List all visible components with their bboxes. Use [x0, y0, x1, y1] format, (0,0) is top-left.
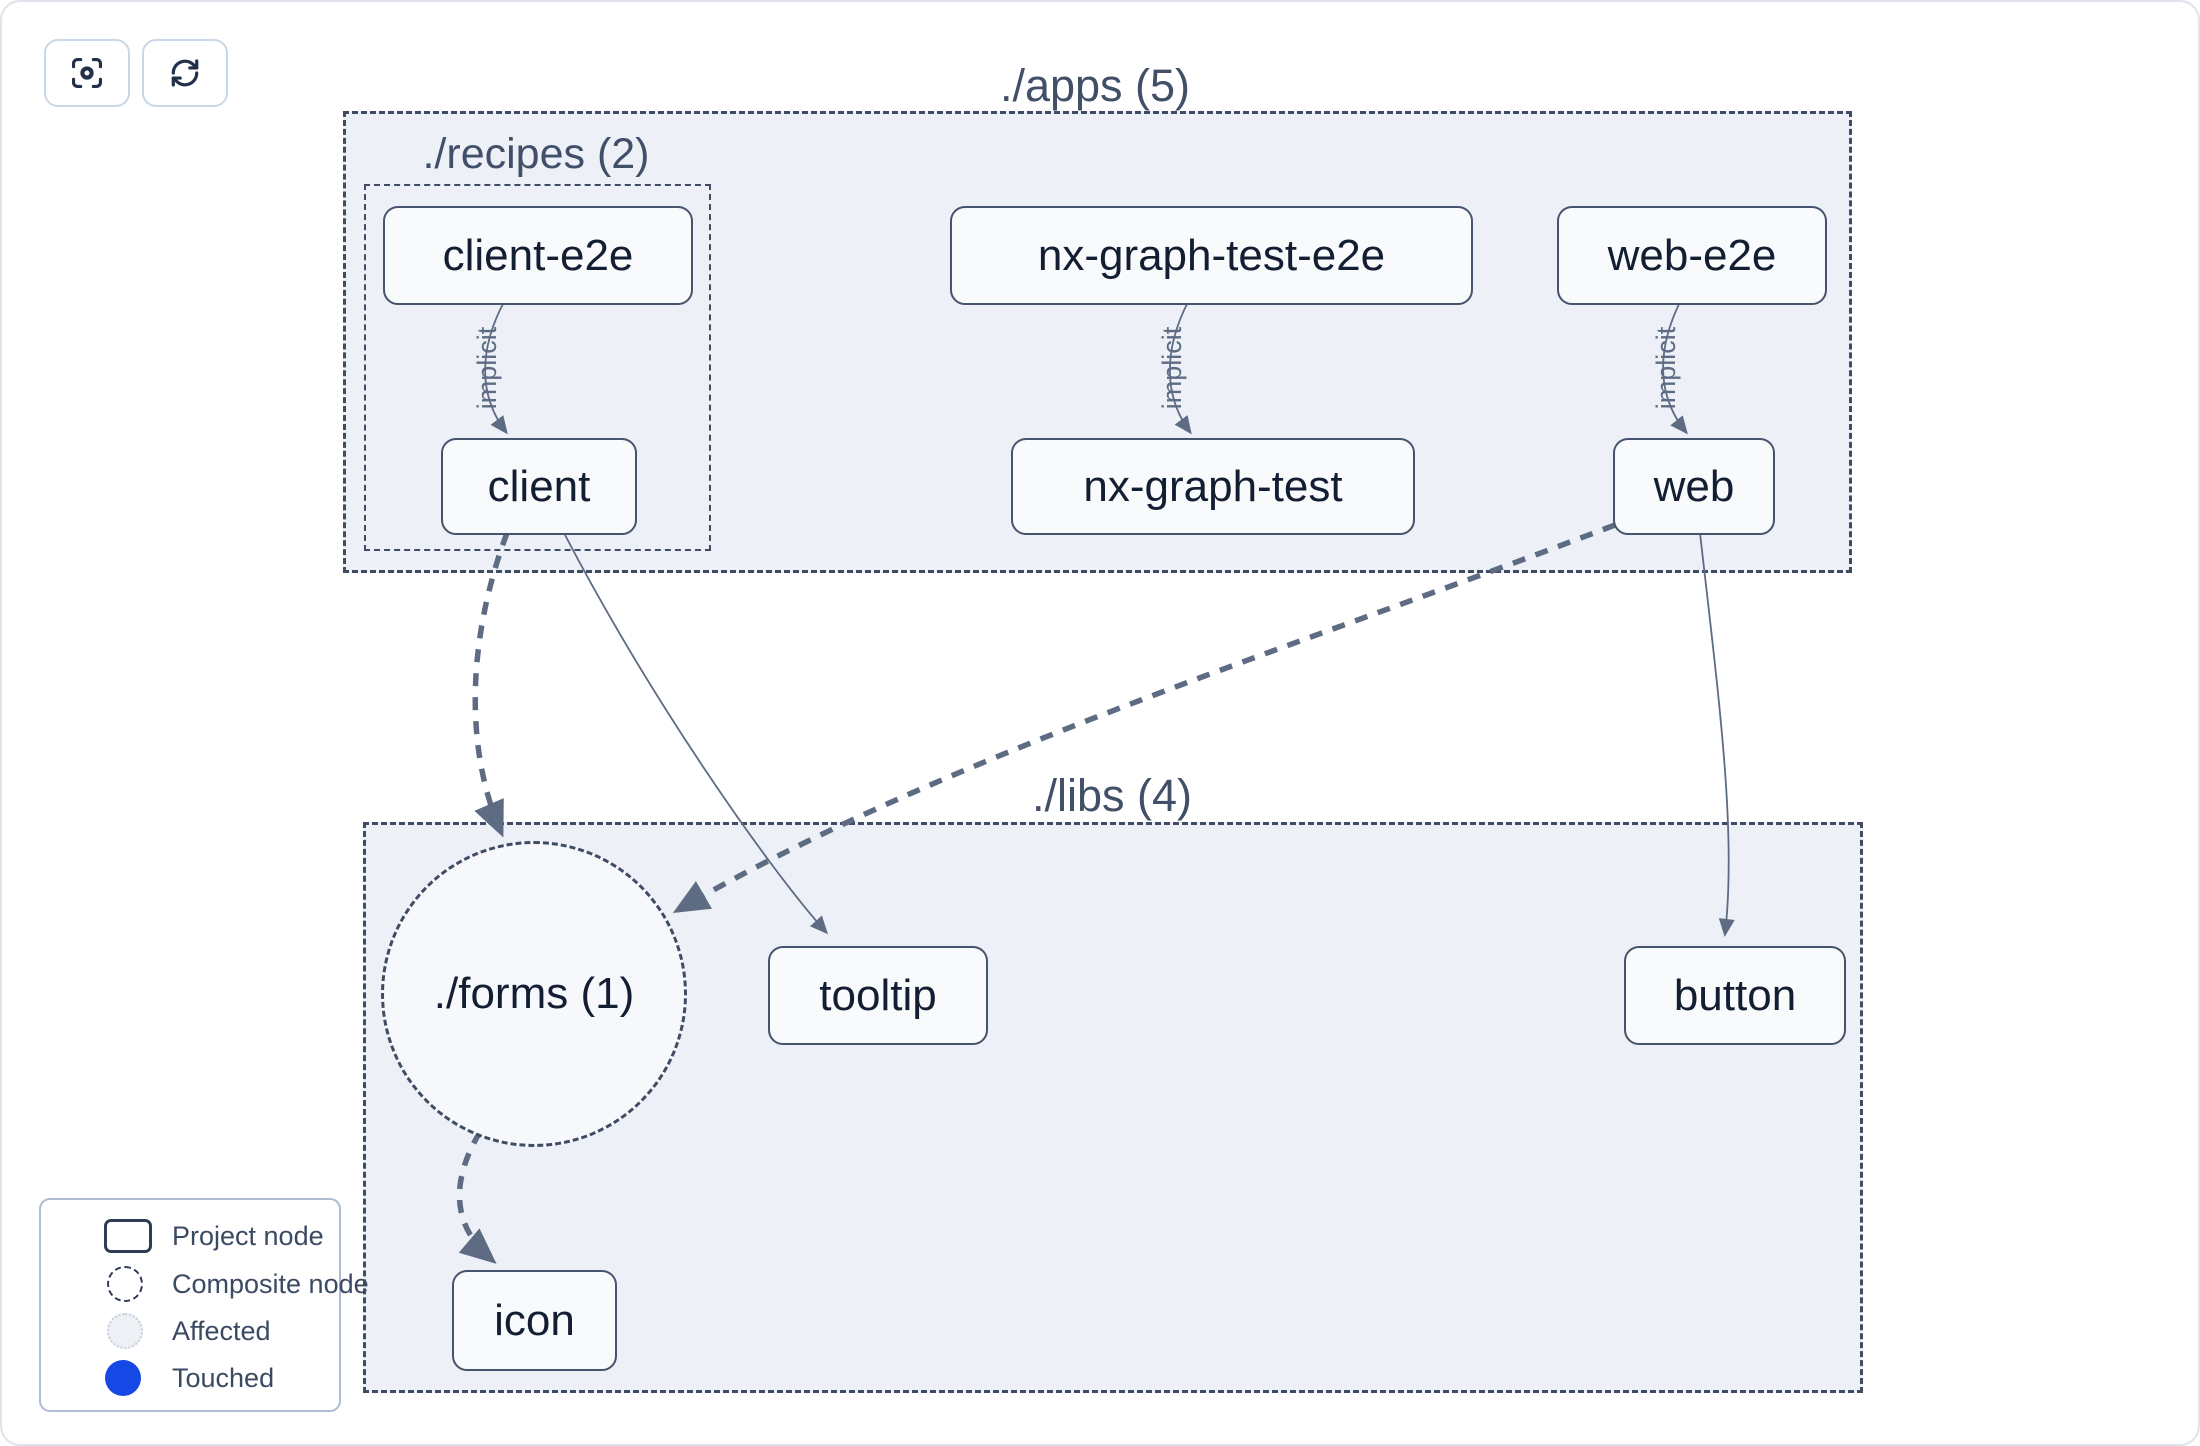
edge-client-to-forms	[472, 532, 510, 838]
focus-icon	[68, 54, 106, 92]
node-button[interactable]: button	[1624, 946, 1846, 1045]
legend-item-label: Composite node	[172, 1268, 369, 1299]
legend-item-project-node: Project node	[41, 1212, 339, 1260]
legend-item-label: Touched	[172, 1362, 275, 1393]
node-web[interactable]: web	[1613, 438, 1775, 535]
node-nx-graph-test-e2e[interactable]: nx-graph-test-e2e	[950, 206, 1473, 305]
project-node-swatch-icon	[104, 1219, 152, 1253]
affected-swatch-icon	[107, 1313, 143, 1349]
touched-swatch-icon	[105, 1360, 141, 1396]
legend-item-touched: Touched	[41, 1354, 339, 1402]
composite-node-forms[interactable]: ./forms (1)	[381, 841, 687, 1147]
group-label-apps: ./apps (5)	[999, 60, 1191, 111]
node-client-e2e[interactable]: client-e2e	[383, 206, 693, 305]
node-tooltip[interactable]: tooltip	[768, 946, 988, 1045]
group-label-libs: ./libs (4)	[1031, 770, 1193, 821]
implicit-edge-label: implicit	[472, 326, 502, 410]
group-label-recipes: ./recipes (2)	[422, 130, 650, 178]
group-recipes	[364, 184, 711, 551]
legend-item-label: Affected	[172, 1315, 271, 1346]
focus-button[interactable]	[44, 39, 130, 107]
refresh-button[interactable]	[142, 39, 228, 107]
implicit-edge-label: implicit	[1651, 326, 1681, 410]
legend-item-affected: Affected	[41, 1307, 339, 1355]
implicit-edge-label: implicit	[1157, 326, 1187, 410]
node-client[interactable]: client	[441, 438, 637, 535]
node-icon[interactable]: icon	[452, 1270, 617, 1371]
legend-item-label: Project node	[172, 1220, 324, 1251]
composite-node-swatch-icon	[107, 1266, 143, 1302]
refresh-icon	[166, 54, 204, 92]
legend: Project node Composite node Affected Tou…	[39, 1198, 369, 1412]
node-web-e2e[interactable]: web-e2e	[1557, 206, 1827, 305]
toolbar	[44, 39, 228, 107]
legend-item-composite-node: Composite node	[41, 1260, 369, 1308]
node-nx-graph-test[interactable]: nx-graph-test	[1011, 438, 1415, 535]
